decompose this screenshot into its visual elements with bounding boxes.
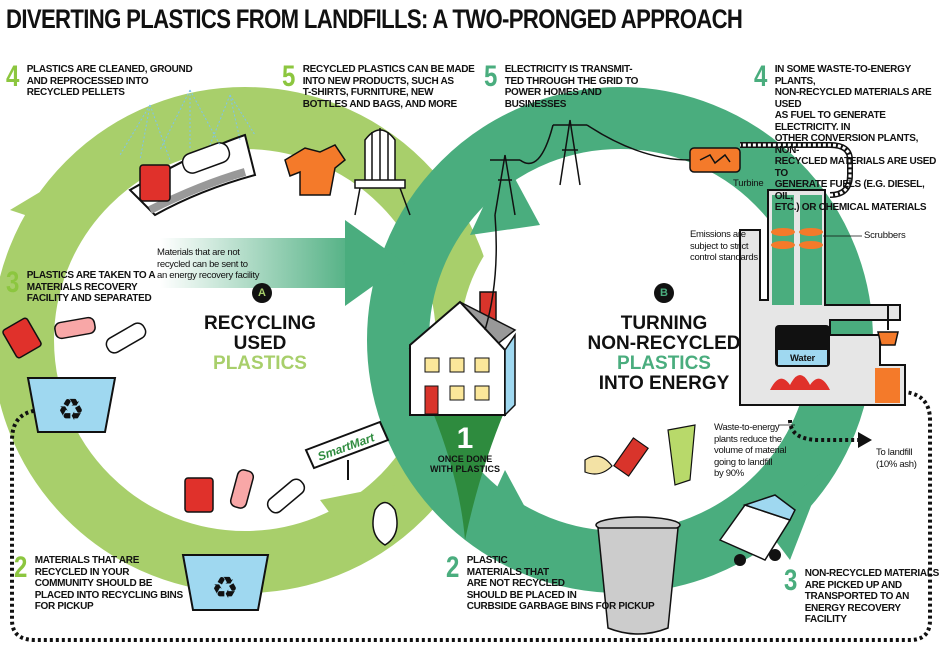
energy-step-2: 2 PLASTIC MATERIALS THAT ARE NOT RECYCLE…	[446, 551, 655, 613]
landfill-note: To landfill (10% ash)	[876, 447, 917, 470]
heading-line: NON-RECYCLED	[587, 333, 741, 354]
center-overlap	[432, 410, 505, 540]
center-number: 1	[456, 422, 474, 455]
step-text: ELECTRICITY IS TRANSMIT- TED THROUGH THE…	[504, 64, 639, 110]
recycling-bin-bottom-icon: ♻	[181, 554, 270, 611]
step-text: NON-RECYCLED MATERIALS ARE PICKED UP AND…	[804, 568, 940, 625]
center-text: ONCE DONE WITH PLASTICS	[430, 454, 500, 474]
recycling-arrowhead-bottom	[320, 485, 395, 560]
energy-step-4: 4 IN SOME WASTE-TO-ENERGY PLANTS, NON-RE…	[754, 60, 940, 214]
heading-line: INTO ENERGY	[598, 373, 730, 394]
water-bottle-icon	[105, 322, 147, 354]
heading-line: TURNING	[620, 313, 708, 334]
pink-bottle-bottom-icon	[229, 469, 255, 509]
step-number: 4	[754, 60, 768, 93]
recycling-step-2: 2 MATERIALS THAT ARE RECYCLED IN YOUR CO…	[14, 551, 183, 613]
reduction-note: Waste-to-energy plants reduce the volume…	[714, 422, 787, 479]
gas-can-bottom-icon	[184, 477, 214, 513]
step-number: 5	[282, 60, 296, 93]
waste-to-energy-plant-icon	[739, 142, 906, 406]
heading-accent: PLASTICS	[213, 353, 307, 374]
step-number: 2	[446, 551, 460, 584]
energy-arrowhead-bottom	[475, 470, 540, 535]
recycling-arrowhead-left	[10, 180, 85, 235]
power-tower-icon	[484, 119, 691, 331]
pink-bottle-icon	[54, 316, 96, 340]
turbine-label: Turbine	[733, 178, 764, 189]
step-number: 3	[784, 564, 798, 597]
step-text: IN SOME WASTE-TO-ENERGY PLANTS, NON-RECY…	[774, 64, 937, 213]
recycling-step-3: 3 PLASTICS ARE TAKEN TO A MATERIALS RECO…	[6, 266, 156, 305]
energy-heading: TURNING NON-RECYCLED PLASTICS INTO ENERG…	[574, 314, 754, 394]
heading-line: RECYCLING	[204, 313, 316, 334]
energy-step-3: 3 NON-RECYCLED MATERIALS ARE PICKED UP A…	[784, 564, 940, 626]
scrubbers-label: Scrubbers	[864, 230, 906, 241]
recycling-heading: RECYCLING USED PLASTICS	[190, 314, 330, 374]
chair-icon	[354, 128, 411, 216]
heading-accent: PLASTICS	[617, 353, 711, 374]
chip-bag-icon	[667, 424, 696, 486]
step-number: 4	[6, 60, 20, 93]
energy-step-5: 5 ELECTRICITY IS TRANSMIT- TED THROUGH T…	[484, 60, 639, 110]
transfer-note: Materials that are not recycled can be s…	[157, 247, 260, 281]
spray-icon	[119, 89, 256, 161]
recycling-bin-left-icon: ♻	[26, 377, 117, 433]
garbage-can-icon	[595, 516, 681, 635]
badge-b: B	[654, 283, 674, 303]
step-number: 2	[14, 551, 28, 584]
dotted-flow-path	[10, 390, 932, 642]
garbage-truck-icon	[718, 494, 796, 566]
center-step-1: 1 ONCE DONE WITH PLASTICS	[425, 422, 505, 475]
step-text: PLASTICS ARE TAKEN TO A MATERIALS RECOVE…	[26, 270, 156, 304]
crane-claw-icon	[877, 305, 899, 346]
energy-arrowhead-top	[470, 160, 540, 235]
water-bottle-bottom-icon	[266, 478, 306, 514]
transfer-arrow	[160, 220, 405, 306]
gas-can-icon	[2, 317, 42, 359]
plastic-bag-icon	[372, 501, 398, 546]
recycling-step-4: 4 PLASTICS ARE CLEANED, GROUND AND REPRO…	[6, 60, 193, 99]
svg-text:♻: ♻	[212, 572, 239, 605]
emissions-label: Emissions are subject to strict control …	[690, 229, 758, 263]
landfill-dotted-arrow	[788, 419, 860, 442]
water-label: Water	[790, 353, 816, 364]
step-text: RECYCLED PLASTICS CAN BE MADE INTO NEW P…	[302, 64, 475, 110]
step-text: PLASTIC MATERIALS THAT ARE NOT RECYCLED …	[466, 555, 655, 612]
badge-a: A	[252, 283, 272, 303]
turbine-icon	[689, 147, 741, 173]
step-text: PLASTICS ARE CLEANED, GROUND AND REPROCE…	[26, 64, 193, 98]
step-number: 3	[6, 266, 20, 299]
recycling-step-5: 5 RECYCLED PLASTICS CAN BE MADE INTO NEW…	[282, 60, 475, 110]
conveyor-belt-icon	[128, 133, 257, 217]
tshirt-icon	[284, 144, 347, 196]
step-number: 5	[484, 60, 498, 93]
heading-line: USED	[233, 333, 287, 354]
bag-waste-icon	[584, 455, 613, 475]
page-title: DIVERTING PLASTICS FROM LANDFILLS: A TWO…	[6, 4, 743, 34]
step-text: MATERIALS THAT ARE RECYCLED IN YOUR COMM…	[34, 555, 183, 612]
snack-wrapper-icon	[613, 437, 649, 477]
svg-text:♻: ♻	[58, 394, 85, 427]
